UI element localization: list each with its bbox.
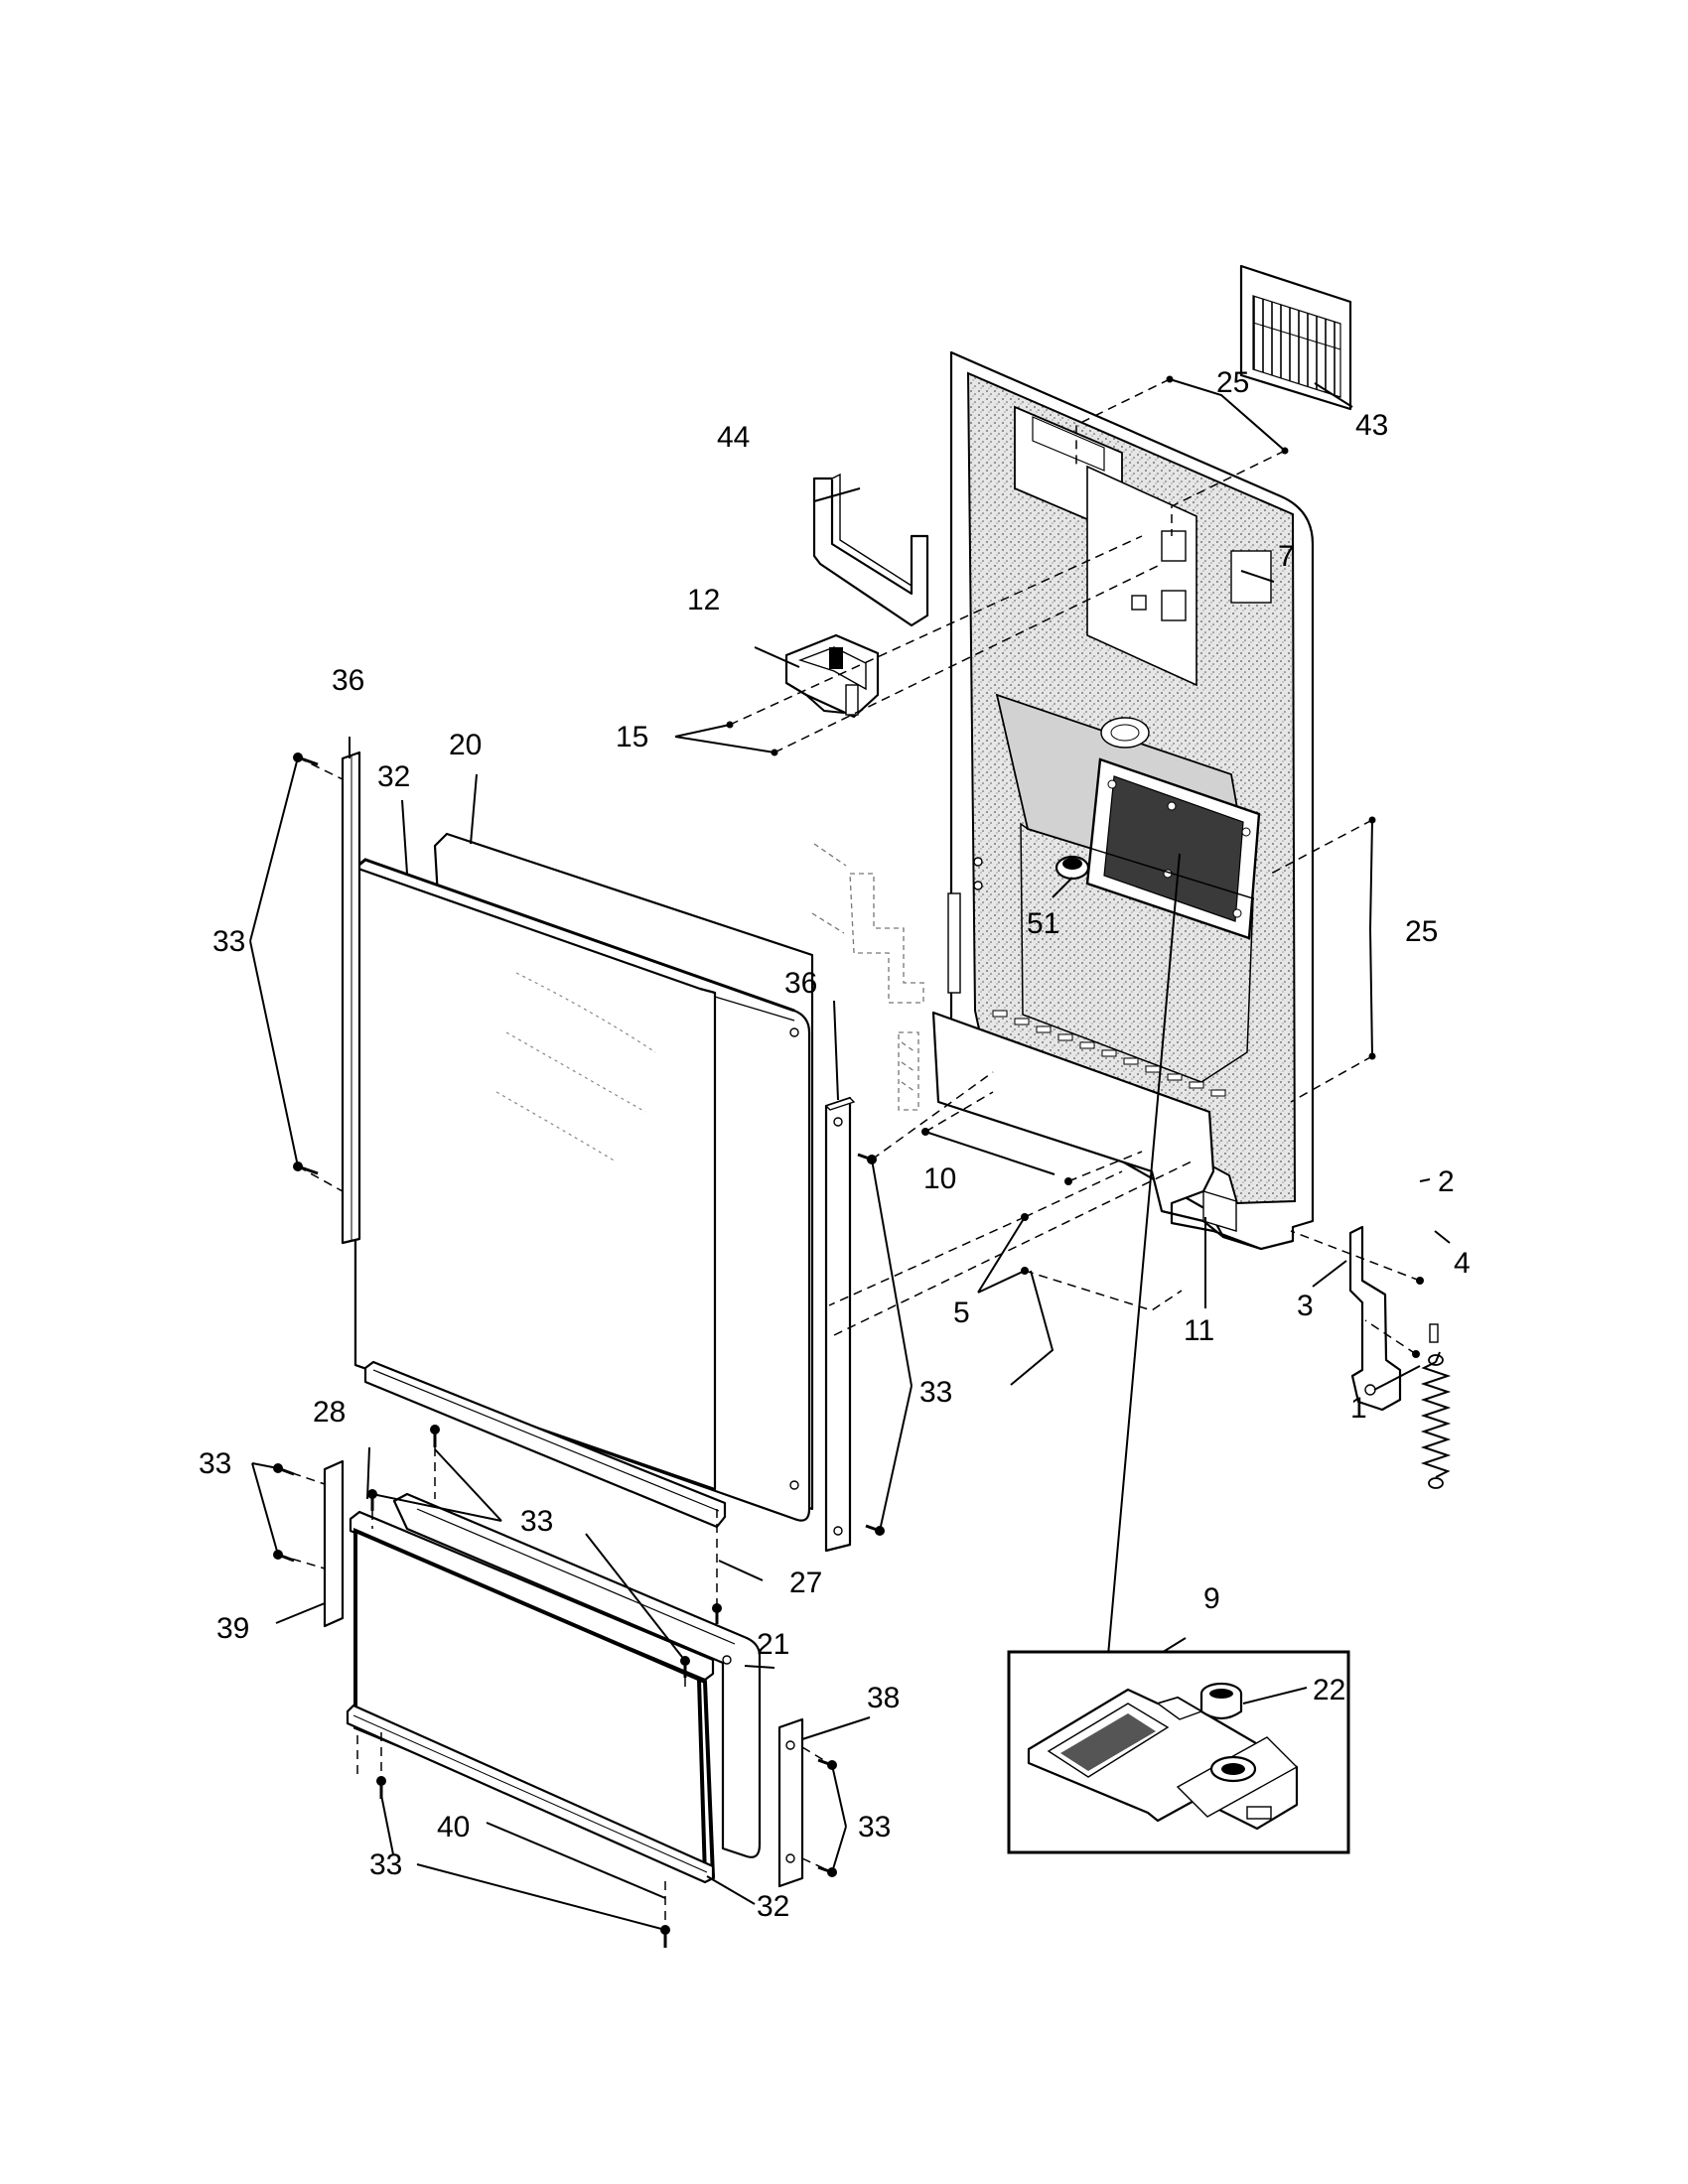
- screw-33-e1: [817, 1758, 837, 1770]
- callout-5: 5: [953, 1297, 970, 1329]
- callout-22: 22: [1313, 1674, 1345, 1706]
- callout-28: 28: [313, 1396, 346, 1429]
- callout-3: 3: [1297, 1290, 1314, 1322]
- assembly-lines: [277, 378, 1421, 1930]
- callout-32-bottom: 32: [757, 1890, 789, 1923]
- part-43-vent-grille: [1239, 264, 1352, 411]
- callout-51: 51: [1027, 907, 1059, 940]
- callout-21: 21: [757, 1628, 789, 1661]
- part-7-inner-door-panel: [947, 350, 1315, 1251]
- callout-33-c: 33: [199, 1447, 231, 1480]
- callout-11: 11: [1184, 1314, 1214, 1347]
- part-11-bottom-bracket: [931, 1011, 1263, 1251]
- callout-4: 4: [1454, 1247, 1471, 1280]
- part-40-bottom-trim-rail: [346, 1704, 715, 1884]
- part-22-dispenser-cap: [1199, 1682, 1243, 1720]
- callout-36-right: 36: [784, 967, 817, 1000]
- part-9-dispenser-inset: [1007, 1650, 1350, 1854]
- callout-40: 40: [437, 1811, 470, 1843]
- part-36-side-trim-left: [341, 751, 361, 1245]
- screw-33-mid-a: [857, 1153, 877, 1164]
- callout-43: 43: [1355, 409, 1388, 442]
- callout-33-f: 33: [369, 1848, 402, 1881]
- screw-33-e2: [817, 1865, 837, 1877]
- callout-33-left: 33: [212, 925, 245, 958]
- part-3-hinge-bracket: [1348, 1225, 1402, 1412]
- callout-20: 20: [449, 729, 482, 761]
- part-36-side-trim-right: [824, 1096, 856, 1553]
- callout-44: 44: [717, 421, 750, 454]
- screw-33-d1: [430, 1425, 440, 1447]
- callout-32-top: 32: [377, 760, 410, 793]
- callout-9: 9: [1203, 1582, 1220, 1615]
- callout-38: 38: [867, 1682, 900, 1714]
- callout-39: 39: [216, 1612, 249, 1645]
- callout-36-left: 36: [332, 664, 364, 697]
- callout-10: 10: [923, 1162, 956, 1195]
- callout-25-top: 25: [1216, 366, 1249, 399]
- part-12-door-latch: [784, 633, 880, 719]
- screw-33-d3: [712, 1603, 722, 1624]
- part-39-lower-trim-left: [323, 1459, 345, 1628]
- part-51-knob: [1055, 855, 1090, 881]
- callout-7: 7: [1278, 540, 1295, 573]
- callout-33-mid: 33: [919, 1376, 952, 1409]
- part-1-door-spring: [1420, 1351, 1452, 1489]
- part-38-lower-trim-right: [777, 1717, 804, 1888]
- callout-12: 12: [687, 584, 720, 616]
- part-27-trim-rail: [363, 1360, 727, 1529]
- callout-33-e: 33: [858, 1811, 891, 1843]
- callout-25-right: 25: [1405, 915, 1438, 948]
- part-32-outer-door-panel: [353, 858, 811, 1522]
- callout-1: 1: [1350, 1392, 1367, 1425]
- part-4-pin: [1412, 1323, 1439, 1358]
- callout-33-d: 33: [520, 1505, 553, 1538]
- screw-33-mid-b: [865, 1524, 885, 1536]
- part-44-u-insulation: [812, 473, 929, 627]
- callout-2: 2: [1438, 1165, 1455, 1198]
- callout-27: 27: [789, 1567, 822, 1599]
- leader-lines: [249, 378, 1451, 1931]
- callout-15: 15: [616, 721, 648, 753]
- ghost-hinge-outline: [811, 843, 924, 1111]
- callout-labels: 43 25 44 7 12 15 36 32 20 33 51 25 36 10…: [199, 366, 1471, 1923]
- screw-33-d2: [367, 1489, 377, 1511]
